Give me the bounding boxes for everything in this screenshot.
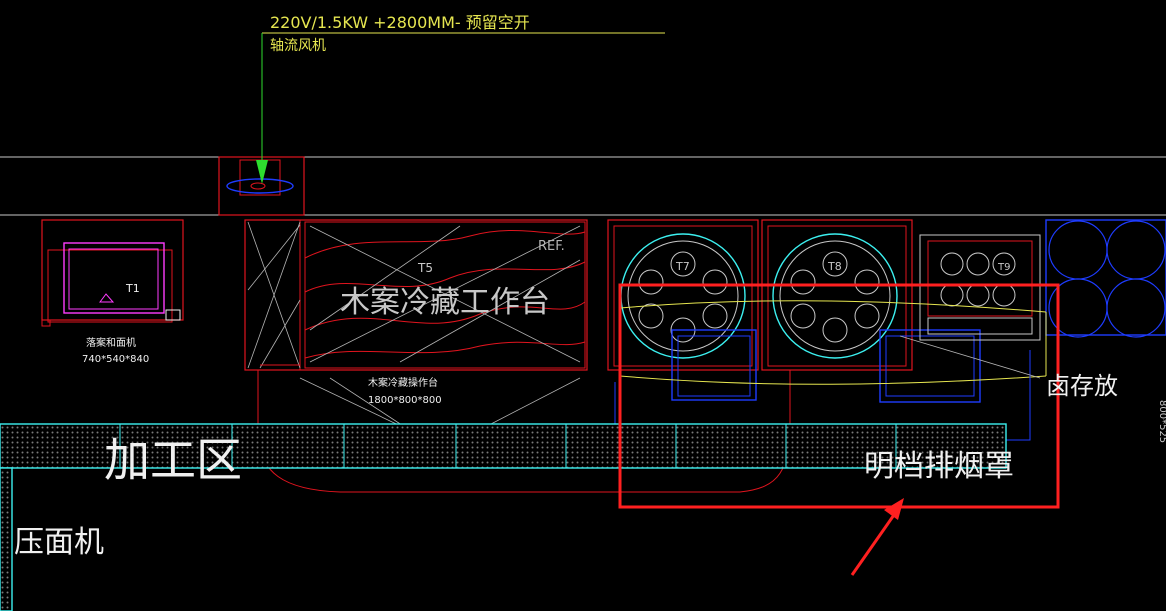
stove-block-t7 — [607, 219, 759, 401]
bench-ref: REF. — [538, 239, 565, 254]
storage-label: 卤存放 — [1046, 372, 1118, 400]
hood-highlight-box — [618, 283, 1060, 576]
hood-label: 明档排烟罩 — [864, 449, 1014, 484]
bench-tag: T5 — [417, 261, 433, 275]
fan-spec-label: 220V/1.5KW +2800MM- 预留空开 — [270, 13, 530, 32]
stove-block-t8 — [761, 219, 981, 403]
stove-tag-t7: T7 — [675, 260, 690, 273]
fan-name-label: 轴流风机 — [270, 38, 326, 54]
fan-leader — [256, 32, 665, 184]
stove-tag-t8: T8 — [827, 260, 842, 273]
stove-block-t9 — [919, 234, 1041, 341]
bench-caption: 木案冷藏操作台 — [368, 376, 438, 389]
bench-name: 木案冷藏工作台 — [340, 285, 550, 320]
mixer-name: 落案和面机 — [86, 336, 136, 349]
storage-leader — [899, 335, 1041, 379]
mixer-tag: T1 — [125, 282, 140, 295]
press-label: 压面机 — [14, 525, 104, 560]
stove-tag-t9: T9 — [997, 262, 1010, 273]
mixer-size: 740*540*840 — [82, 354, 149, 365]
refrigerated-bench-block — [244, 219, 588, 451]
wall-lines — [0, 156, 1166, 216]
dough-mixer-block — [41, 219, 184, 327]
bench-size: 1800*800*800 — [368, 395, 442, 406]
processing-counter — [0, 423, 1007, 611]
hood-outline — [619, 300, 1047, 385]
side-dimension: 800*525 — [1157, 400, 1166, 443]
zone-label: 加工区 — [104, 433, 242, 487]
storage-circles — [1045, 219, 1166, 338]
